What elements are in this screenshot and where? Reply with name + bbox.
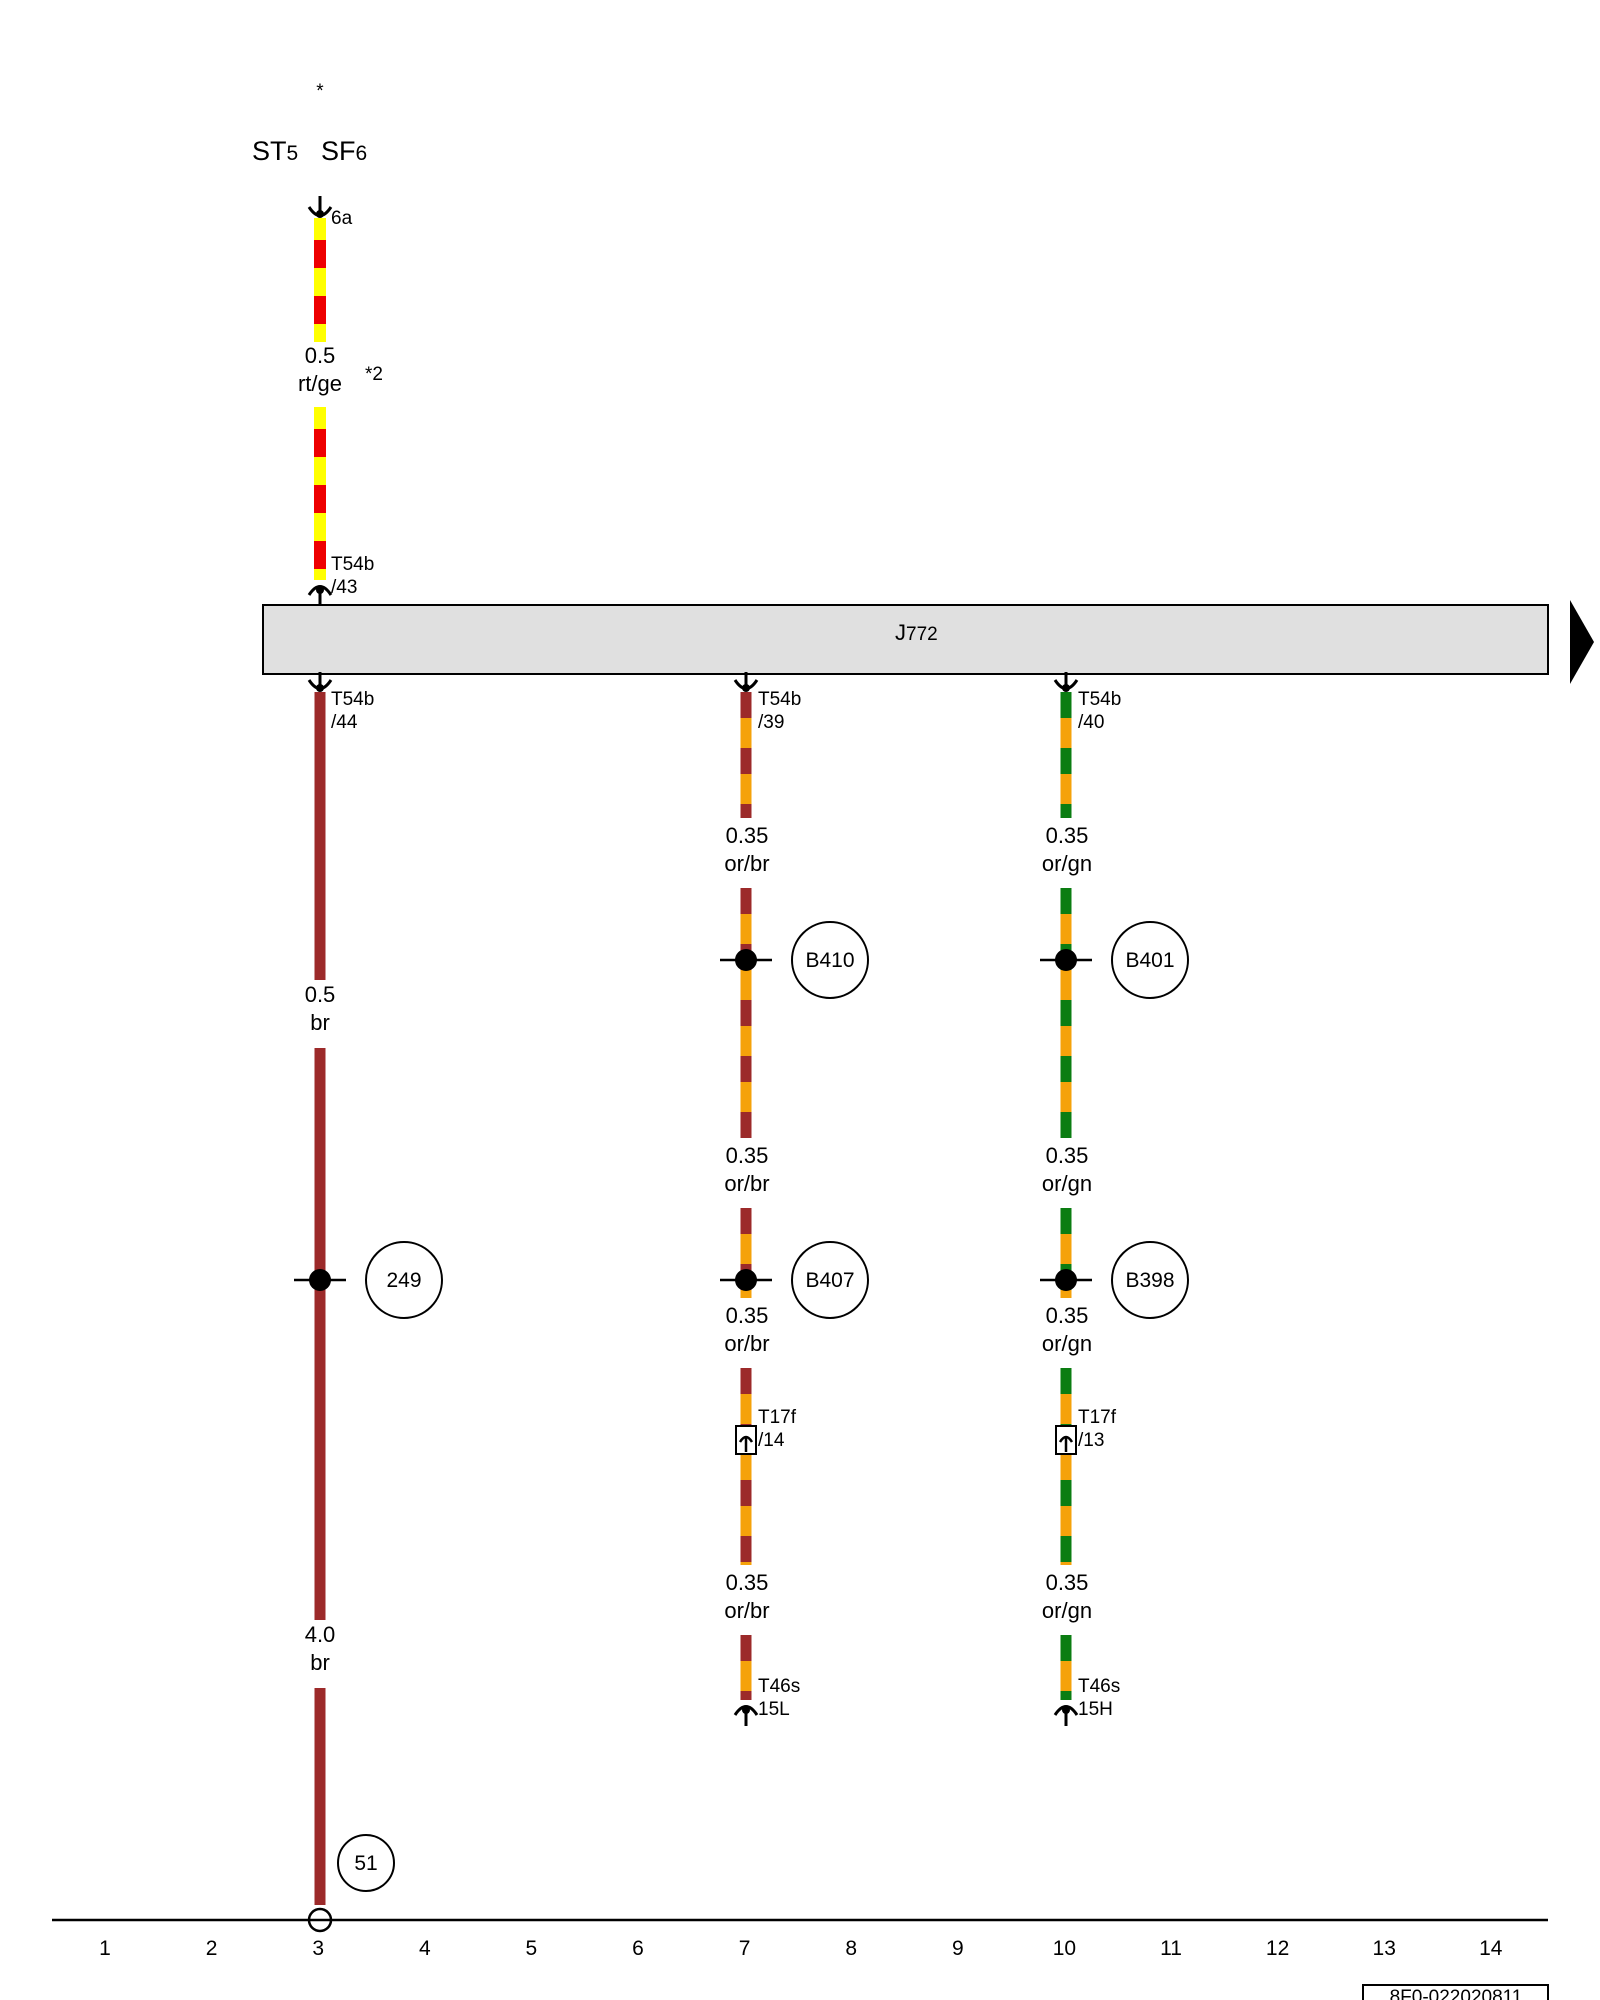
inline-connector-icon <box>1055 1425 1077 1455</box>
node-b410-circle <box>791 921 869 999</box>
fuse-sf6-label: SF6 <box>321 136 367 166</box>
scale-number: 3 <box>312 1937 324 1960</box>
col10-color-4: or/gn <box>1042 1598 1092 1623</box>
connector-socket-icon <box>307 585 333 606</box>
col10-color-2: or/gn <box>1042 1171 1092 1196</box>
col7-gauge-4: 0.35 <box>726 1570 769 1595</box>
splice-node-icon <box>720 1269 772 1291</box>
col3-top-conn-label: T54b <box>331 689 374 710</box>
connector-terminal-icon <box>733 672 759 692</box>
scale-number: 7 <box>739 1937 751 1960</box>
sf6-bottom-pin-label: /43 <box>331 577 357 598</box>
ground-ref-51-label: 51 <box>354 1852 377 1875</box>
continuation-arrow-icon <box>1570 600 1594 684</box>
col10-gauge-3: 0.35 <box>1046 1303 1089 1328</box>
doc-id-label: 8F0-022020811 <box>1390 1987 1523 2000</box>
col3-seg2-gauge: 4.0 <box>305 1622 336 1647</box>
node-b401-circle <box>1111 921 1189 999</box>
sf6-footnote: *2 <box>365 364 383 385</box>
sf6-color-label: rt/ge <box>298 371 342 396</box>
splice-node-icon <box>720 949 772 971</box>
col7-gauge-2: 0.35 <box>726 1143 769 1168</box>
node-249-circle <box>365 1241 443 1319</box>
scale-number: 12 <box>1266 1937 1289 1960</box>
scale-number: 1 <box>99 1937 111 1960</box>
scale-number: 13 <box>1373 1937 1396 1960</box>
inline-connector-icon <box>735 1425 757 1455</box>
col10-mid-pin-label: /13 <box>1078 1430 1104 1451</box>
scale-number: 4 <box>419 1937 431 1960</box>
ground-ref-51-circle <box>337 1834 395 1892</box>
col7-top-conn-label: T54b <box>758 689 801 710</box>
col7-mid-pin-label: /14 <box>758 1430 785 1451</box>
scale-number: 5 <box>526 1937 538 1960</box>
module-j772-box <box>262 604 1549 675</box>
col7-color-4: or/br <box>724 1598 769 1623</box>
doc-id-box <box>1362 1984 1549 2000</box>
sf6-gauge-label: 0.5 <box>305 343 336 368</box>
col7-color-3: or/br <box>724 1331 769 1356</box>
module-j772-label: J772 <box>895 620 938 645</box>
scale-number: 8 <box>845 1937 857 1960</box>
node-b410-label: B410 <box>805 949 854 972</box>
node-249-label: 249 <box>386 1269 421 1292</box>
connector-socket-icon <box>733 1705 759 1726</box>
col7-color-2: or/br <box>724 1171 769 1196</box>
col7-mid-conn-label: T17f <box>758 1407 797 1428</box>
col7-gauge-3: 0.35 <box>726 1303 769 1328</box>
col10-gauge-4: 0.35 <box>1046 1570 1089 1595</box>
col3-top-pin-label: /44 <box>331 712 358 733</box>
node-b398-label: B398 <box>1125 1269 1174 1292</box>
col10-gauge-1: 0.35 <box>1046 823 1089 848</box>
col3-seg2-color: br <box>310 1650 330 1675</box>
col3-seg1-gauge: 0.5 <box>305 982 336 1007</box>
col10-bottom-conn-label: T46s <box>1078 1676 1120 1697</box>
header-star: * <box>316 81 324 102</box>
connector-socket-icon <box>1053 1705 1079 1726</box>
fuse-st5-label: ST5 <box>252 136 298 166</box>
connector-terminal-icon <box>1053 672 1079 692</box>
splice-node-icon <box>1040 1269 1092 1291</box>
connector-terminal-icon <box>307 672 333 692</box>
scale-number: 2 <box>206 1937 218 1960</box>
col10-top-conn-label: T54b <box>1078 689 1121 710</box>
col10-top-pin-label: /40 <box>1078 712 1104 733</box>
col10-color-1: or/gn <box>1042 851 1092 876</box>
col7-bottom-conn-label: T46s <box>758 1676 800 1697</box>
col10-gauge-2: 0.35 <box>1046 1143 1089 1168</box>
node-b398-circle <box>1111 1241 1189 1319</box>
col7-gauge-1: 0.35 <box>726 823 769 848</box>
scale-number: 11 <box>1160 1937 1182 1960</box>
scale-number: 10 <box>1053 1937 1076 1960</box>
scale-number: 9 <box>952 1937 964 1960</box>
scale-number: 6 <box>632 1937 644 1960</box>
col7-top-pin-label: /39 <box>758 712 784 733</box>
col10-bottom-pin-label: 15H <box>1078 1699 1113 1720</box>
scale-number: 14 <box>1479 1937 1503 1960</box>
splice-node-icon <box>1040 949 1092 971</box>
connector-terminal-icon <box>307 196 333 218</box>
col10-color-3: or/gn <box>1042 1331 1092 1356</box>
col10-mid-conn-label: T17f <box>1078 1407 1117 1428</box>
splice-node-icon <box>294 1269 346 1291</box>
sf6-top-pin-label: 6a <box>331 208 353 229</box>
col3-seg1-color: br <box>310 1010 330 1035</box>
col7-color-1: or/br <box>724 851 769 876</box>
node-b407-circle <box>791 1241 869 1319</box>
node-b407-label: B407 <box>805 1269 854 1292</box>
sf6-bottom-conn-label: T54b <box>331 554 374 575</box>
node-b401-label: B401 <box>1125 949 1174 972</box>
col7-bottom-pin-label: 15L <box>758 1699 790 1720</box>
